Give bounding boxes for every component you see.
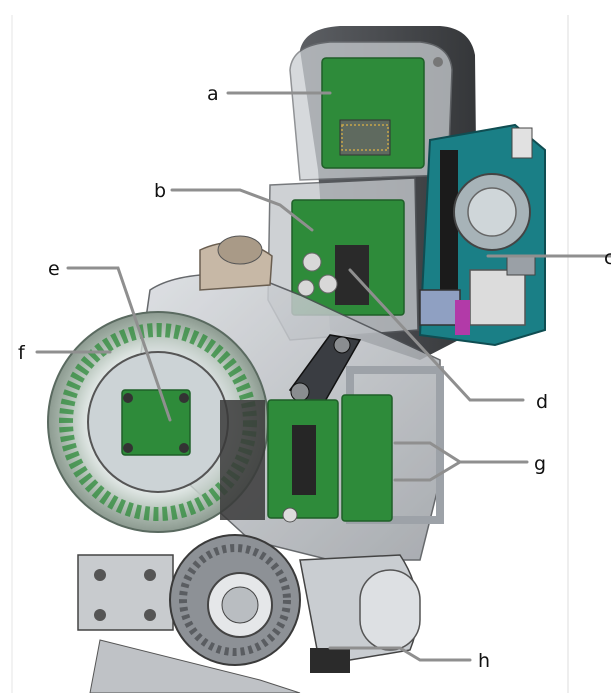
callout-label-c: c xyxy=(604,247,611,269)
leader-line-g-upper xyxy=(393,441,529,464)
callout-label-f: f xyxy=(18,342,26,364)
callout-label-d: d xyxy=(536,391,548,413)
leader-line-e xyxy=(66,266,172,422)
callout-label-a: a xyxy=(207,83,219,105)
leader-line-d xyxy=(348,268,525,402)
encoder-pcb xyxy=(121,389,191,456)
callout-label-g: g xyxy=(534,453,546,475)
leader-line-g-lower xyxy=(393,460,462,482)
callout-label-h: h xyxy=(478,650,490,672)
callout-label-e: e xyxy=(48,258,60,280)
gear-drive xyxy=(77,534,421,693)
callout-label-b: b xyxy=(154,180,166,202)
driver-boards xyxy=(220,394,393,523)
leader-line-h xyxy=(328,646,472,662)
leader-line-b xyxy=(170,188,314,232)
side-board xyxy=(418,123,546,347)
